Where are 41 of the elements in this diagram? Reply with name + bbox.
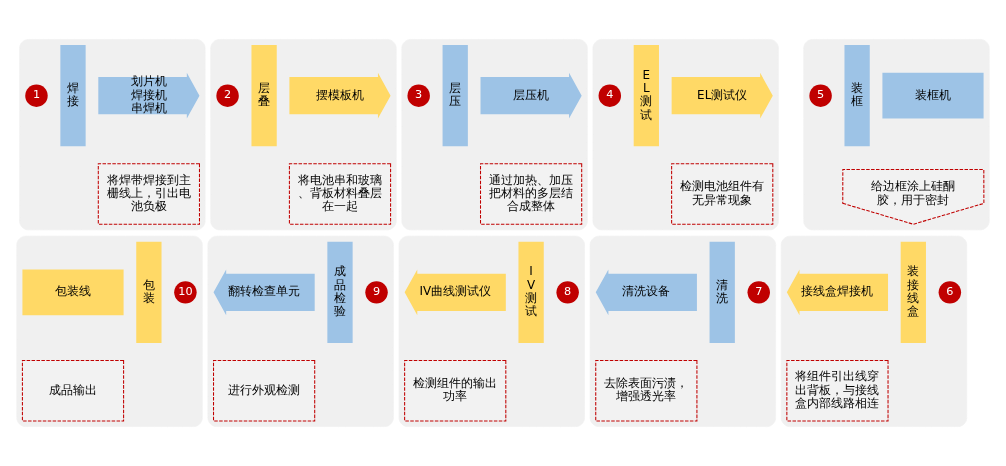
- node-box: 将焊带焊接到主栅线上，引出电池负极: [97, 163, 200, 225]
- node-circle: 1: [25, 84, 48, 107]
- node-box: 包装线: [22, 269, 124, 316]
- node-box: 装框: [844, 45, 870, 147]
- node-box: 装接线盒: [900, 241, 926, 343]
- node-box: 进行外观检测: [213, 360, 316, 422]
- node-box: EL测试: [633, 45, 659, 147]
- node-box: 成品检验: [327, 241, 353, 343]
- cluster: [401, 39, 588, 231]
- node-circle: 9: [365, 281, 388, 304]
- node-box: 清洗: [709, 241, 735, 343]
- node-circle: 5: [809, 84, 832, 107]
- node-box: 检测组件的输出功率: [404, 360, 507, 422]
- node-box: 层叠: [251, 45, 277, 147]
- cluster: [16, 235, 203, 427]
- cluster: [803, 39, 990, 231]
- node-box: 层压: [442, 45, 468, 147]
- cluster: [780, 235, 968, 427]
- node-circle: 6: [938, 281, 962, 304]
- cluster: [398, 235, 585, 427]
- node-circle: 8: [556, 281, 579, 304]
- cluster: [19, 39, 206, 231]
- cluster: [207, 235, 394, 427]
- node-box: IV测试: [518, 241, 544, 343]
- node-box: 焊接: [60, 45, 86, 147]
- node-box: 成品输出: [21, 360, 125, 422]
- node-circle: 4: [598, 84, 622, 107]
- node-circle: 10: [174, 281, 197, 304]
- node-box: 通过加热、加压把材料的多层结合成整体: [480, 163, 583, 225]
- node-circle: 3: [407, 84, 430, 107]
- node-box: 检测电池组件有无异常现象: [671, 163, 774, 225]
- node-box: 装框机: [882, 72, 984, 119]
- cluster: [210, 39, 397, 231]
- cluster: [589, 235, 776, 427]
- cluster: [592, 39, 779, 231]
- node-circle: 7: [747, 281, 770, 304]
- node-box: 去除表面污渍，增强透光率: [595, 360, 698, 422]
- node-circle: 2: [216, 84, 239, 107]
- node-box: 将电池串和玻璃、背板材料叠层在一起: [288, 163, 392, 225]
- node-box: 将组件引出线穿出背板，与接线盒内部线路相连: [786, 360, 889, 422]
- node-box: 包装: [136, 241, 162, 343]
